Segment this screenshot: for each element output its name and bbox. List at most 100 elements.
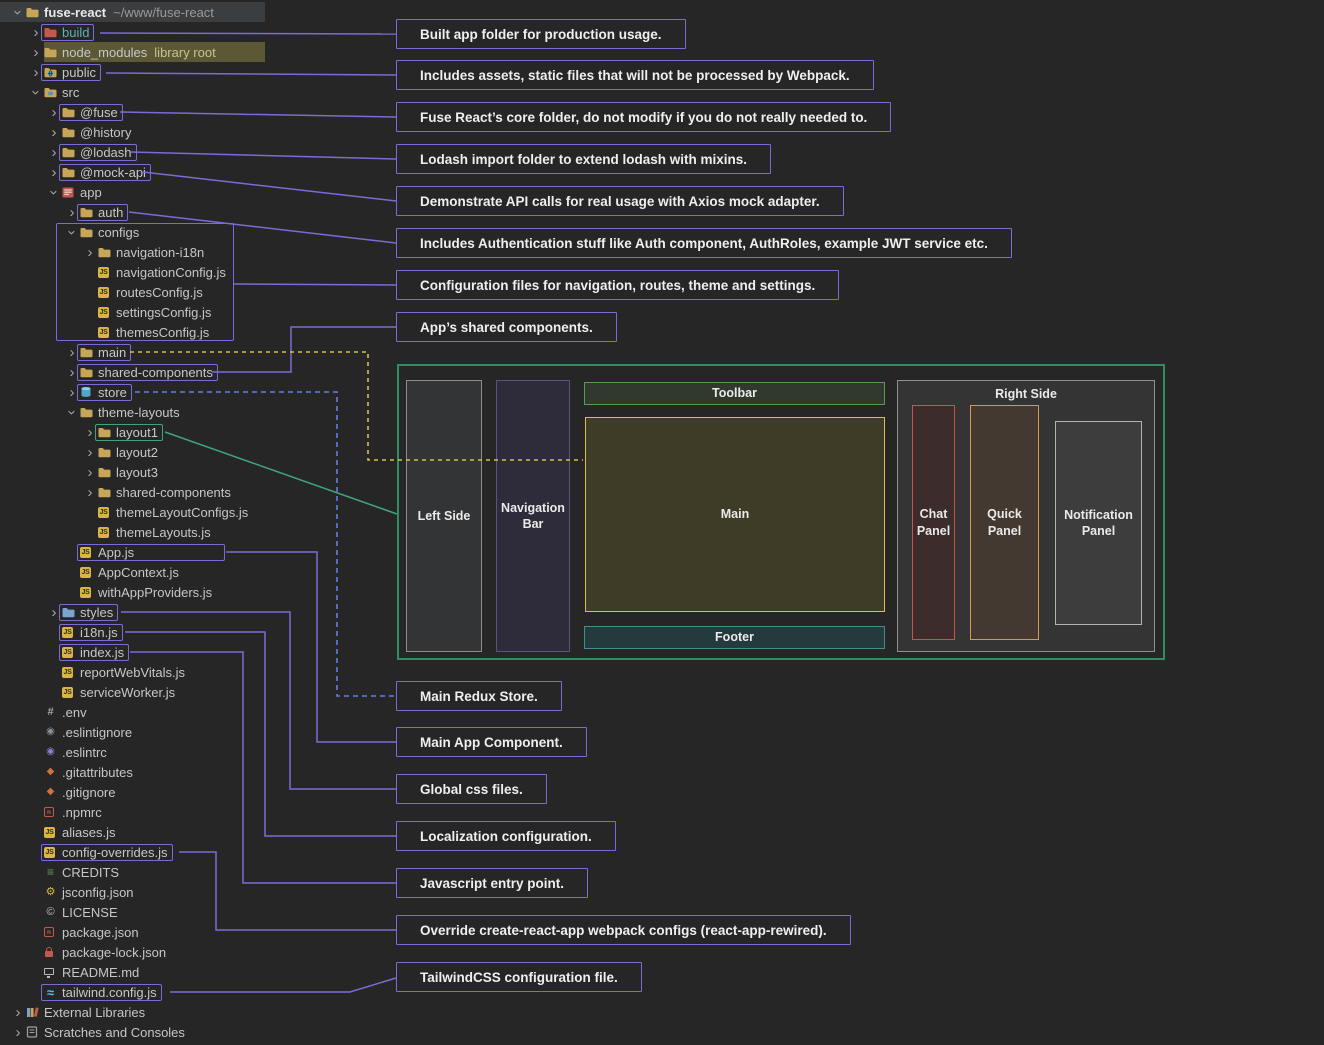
tree-item-shared-components[interactable]: › shared-components bbox=[0, 362, 265, 382]
tree-item-configs[interactable]: ›configs bbox=[0, 222, 265, 242]
chevron-right-icon[interactable]: › bbox=[51, 603, 57, 621]
chevron-right-icon[interactable]: › bbox=[33, 63, 39, 81]
tree-item-tailwind-config-js[interactable]: ≈tailwind.config.js bbox=[0, 982, 265, 1002]
chevron-down-icon[interactable]: › bbox=[9, 9, 27, 15]
tree-item-license[interactable]: ©LICENSE bbox=[0, 902, 265, 922]
tree-item-public[interactable]: ›public bbox=[0, 62, 265, 82]
chevron-right-icon[interactable]: › bbox=[15, 1003, 21, 1021]
tree-item-navigation-i18n[interactable]: ›navigation-i18n bbox=[0, 242, 265, 262]
tree-item-readme-md[interactable]: README.md bbox=[0, 962, 265, 982]
chevron-right-icon[interactable]: › bbox=[51, 103, 57, 121]
tree-item-package-lock-json[interactable]: package-lock.json bbox=[0, 942, 265, 962]
tree-item-fuse[interactable]: › @fuse bbox=[0, 102, 265, 122]
tree-item-build[interactable]: ›build bbox=[0, 22, 265, 42]
chevron-right-icon[interactable]: › bbox=[87, 483, 93, 501]
tree-item-external-libraries[interactable]: ›External Libraries bbox=[0, 1002, 265, 1022]
tree-item-label: styles bbox=[80, 604, 114, 620]
tree-item-eslintignore[interactable]: ◉.eslintignore bbox=[0, 722, 265, 742]
chevron-right-icon[interactable]: › bbox=[87, 463, 93, 481]
tree-item-eslintrc[interactable]: ◉.eslintrc bbox=[0, 742, 265, 762]
chevron-right-icon[interactable]: › bbox=[15, 1023, 21, 1041]
chevron-right-icon[interactable]: › bbox=[51, 143, 57, 161]
chevron-down-icon[interactable]: › bbox=[45, 189, 63, 195]
tree-item-gitattributes[interactable]: ◆.gitattributes bbox=[0, 762, 265, 782]
tree-item-label: config-overrides.js bbox=[62, 844, 168, 860]
tree-item-app[interactable]: ›app bbox=[0, 182, 265, 202]
chevron-right-icon[interactable]: › bbox=[69, 363, 75, 381]
tree-item-lodash[interactable]: ›@lodash bbox=[0, 142, 265, 162]
tree-item-gitignore[interactable]: ◆.gitignore bbox=[0, 782, 265, 802]
chevron-right-icon[interactable]: › bbox=[69, 343, 75, 361]
tree-item-npmrc[interactable]: n.npmrc bbox=[0, 802, 265, 822]
annotation-styles: Global css files. bbox=[396, 774, 547, 804]
chevron-right-icon[interactable]: › bbox=[51, 163, 57, 181]
tree-item-history[interactable]: ›@history bbox=[0, 122, 265, 142]
tree-item-layout3[interactable]: › layout3 bbox=[0, 462, 265, 482]
chevron-down-icon[interactable]: › bbox=[27, 89, 45, 95]
tree-item-label: shared-components bbox=[116, 484, 231, 500]
books-icon bbox=[26, 1006, 44, 1018]
chevron-right-icon[interactable]: › bbox=[51, 123, 57, 141]
tree-item-store[interactable]: ›store bbox=[0, 382, 265, 402]
tree-item-shared-components[interactable]: › shared-components bbox=[0, 482, 265, 502]
tree-item-styles[interactable]: › styles bbox=[0, 602, 265, 622]
folder-icon bbox=[80, 207, 98, 218]
tree-item-theme-layouts[interactable]: ›theme-layouts bbox=[0, 402, 265, 422]
tree-item-jsconfig-json[interactable]: ⚙jsconfig.json bbox=[0, 882, 265, 902]
tree-item-auth[interactable]: ›auth bbox=[0, 202, 265, 222]
tree-item-label: LICENSE bbox=[62, 904, 118, 920]
tree-item-label: shared-components bbox=[98, 364, 213, 380]
js-icon: JS bbox=[80, 546, 91, 558]
chevron-right-icon[interactable]: › bbox=[87, 243, 93, 261]
tree-item-label: .eslintrc bbox=[62, 744, 107, 760]
tree-item-src[interactable]: ›src bbox=[0, 82, 265, 102]
chevron-right-icon[interactable]: › bbox=[69, 383, 75, 401]
tree-item-fuse-react[interactable]: ›fuse-react~/www/fuse-react bbox=[0, 2, 265, 22]
chevron-right-icon[interactable]: › bbox=[69, 203, 75, 221]
chevron-down-icon[interactable]: › bbox=[63, 229, 81, 235]
folder-icon bbox=[98, 487, 116, 498]
chevron-right-icon[interactable]: › bbox=[33, 43, 39, 61]
gear-icon: ⚙ bbox=[45, 885, 56, 898]
chevron-right-icon[interactable]: › bbox=[87, 423, 93, 441]
chevron-down-icon[interactable]: › bbox=[63, 409, 81, 415]
chevron-right-icon[interactable]: › bbox=[33, 23, 39, 41]
highlight-box: shared-components bbox=[77, 363, 218, 381]
tree-item-label: layout2 bbox=[116, 444, 158, 460]
tree-item-layout2[interactable]: › layout2 bbox=[0, 442, 265, 462]
chat-panel-box: Chat Panel bbox=[912, 405, 955, 640]
tree-item-layout1[interactable]: ›layout1 bbox=[0, 422, 265, 442]
tree-item-scratches-and-consoles[interactable]: ›Scratches and Consoles bbox=[0, 1022, 265, 1042]
tree-item-main[interactable]: ›main bbox=[0, 342, 265, 362]
folder-styles-icon bbox=[62, 607, 80, 618]
annotation-shared-components: App’s shared components. bbox=[396, 312, 617, 342]
tree-item-label: @fuse bbox=[80, 104, 118, 120]
tree-item-mock-api[interactable]: ›@mock-api bbox=[0, 162, 265, 182]
chevron-right-icon[interactable]: › bbox=[87, 443, 93, 461]
tree-item-env[interactable]: #.env bbox=[0, 702, 265, 722]
tree-item-credits[interactable]: ≡CREDITS bbox=[0, 862, 265, 882]
tree-item-label: layout3 bbox=[116, 464, 158, 480]
highlight-box: auth bbox=[77, 203, 129, 221]
scratch-icon bbox=[26, 1026, 44, 1038]
js-icon: JS bbox=[62, 666, 73, 678]
